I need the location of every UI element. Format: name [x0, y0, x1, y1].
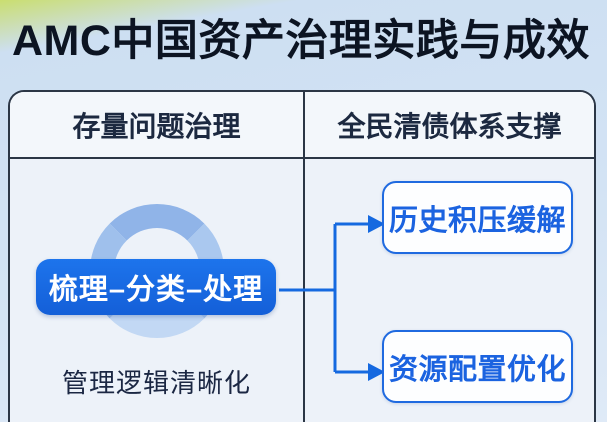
result-box-history-backlog: 历史积压缓解	[382, 181, 573, 254]
page-title: AMC中国资产治理实践与成效	[12, 17, 590, 65]
process-caption: 管理逻辑清晰化	[61, 368, 251, 398]
column-body-right: 历史积压缓解 资源配置优化	[305, 159, 594, 422]
result-box-resource-allocation: 资源配置优化	[382, 330, 573, 403]
column-header-right: 全民清债体系支撑	[305, 92, 594, 159]
column-header-left: 存量问题治理	[10, 92, 303, 159]
column-stock-governance: 存量问题治理 梳理–分类–处理 管理逻辑清晰化	[10, 92, 305, 422]
process-node-pill: 梳理–分类–处理	[36, 259, 276, 315]
column-body-left: 梳理–分类–处理 管理逻辑清晰化	[10, 159, 303, 422]
comparison-table: 存量问题治理 梳理–分类–处理 管理逻辑清晰化 全民清债体系支撑 历史积压缓解 …	[8, 90, 596, 422]
column-debt-clearing-support: 全民清债体系支撑 历史积压缓解 资源配置优化	[305, 92, 594, 422]
